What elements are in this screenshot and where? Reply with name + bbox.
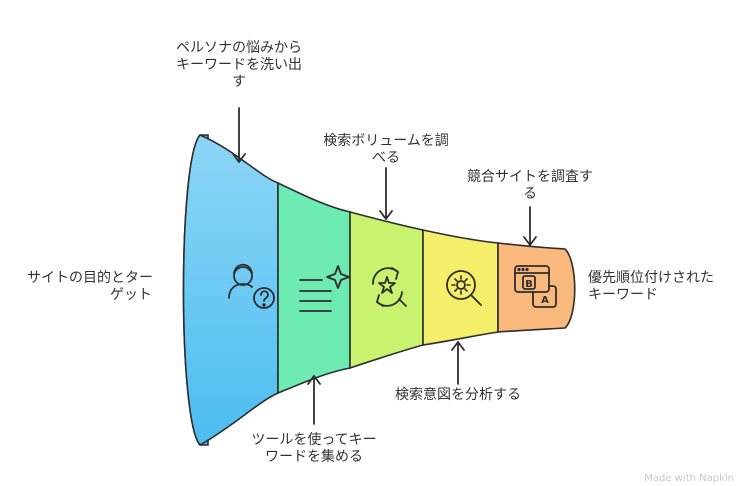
arrow-stage-3 (379, 167, 393, 220)
arrow-stage-1 (232, 107, 246, 163)
end-label: 優先順位付けされた キーワード (588, 270, 748, 304)
end-label-line-1: 優先順位付けされた (588, 270, 714, 286)
gear-search-icon (446, 270, 482, 306)
stage-1-label-line-3: す (232, 74, 246, 90)
watermark: Made with Napkin (644, 473, 734, 484)
stage-1-label-line-1: ペルソナの悩みから (176, 40, 302, 56)
stage-2-label-line-2: ワードを集める (265, 449, 363, 465)
end-label-line-2: キーワード (588, 287, 658, 303)
funnel-stage-4 (422, 229, 499, 346)
stage-5-label-line-1: 競合サイトを調査す (467, 169, 593, 185)
stage-4-label: 検索意図を分析する (378, 387, 538, 404)
stage-1-label: ペルソナの悩みから キーワードを洗い出 す (159, 40, 319, 91)
stage-5-label: 競合サイトを調査す る (450, 169, 610, 203)
start-label-line-2: ゲット (110, 287, 152, 303)
stage-3-label-line-1: 検索ボリュームを調 (323, 133, 449, 149)
stage-2-label: ツールを使ってキー ワードを集める (234, 432, 394, 466)
ab-test-icon: B A (514, 265, 557, 308)
arrow-stage-2 (307, 375, 321, 425)
stage-3-label: 検索ボリュームを調 べる (306, 133, 466, 167)
arrow-stage-5 (523, 206, 537, 246)
stage-1-label-line-2: キーワードを洗い出 (176, 57, 302, 73)
arrow-stage-4 (451, 341, 465, 385)
stage-5-label-line-2: る (523, 186, 537, 202)
persona-question-icon (228, 263, 275, 309)
list-sparkle-icon (299, 265, 350, 312)
stage-2-label-line-1: ツールを使ってキー (251, 432, 377, 448)
start-label: サイトの目的とター ゲット (27, 270, 177, 304)
stage-4-label-line-1: 検索意図を分析する (395, 387, 521, 403)
ab-icon-a: A (541, 295, 549, 306)
start-label-line-1: サイトの目的とター (27, 270, 153, 286)
funnel-stage-2 (277, 181, 351, 395)
stage-3-label-line-2: べる (372, 150, 400, 166)
funnel-stage-5 (497, 242, 576, 333)
ab-icon-b: B (525, 279, 533, 290)
search-star-refresh-icon (372, 267, 407, 307)
